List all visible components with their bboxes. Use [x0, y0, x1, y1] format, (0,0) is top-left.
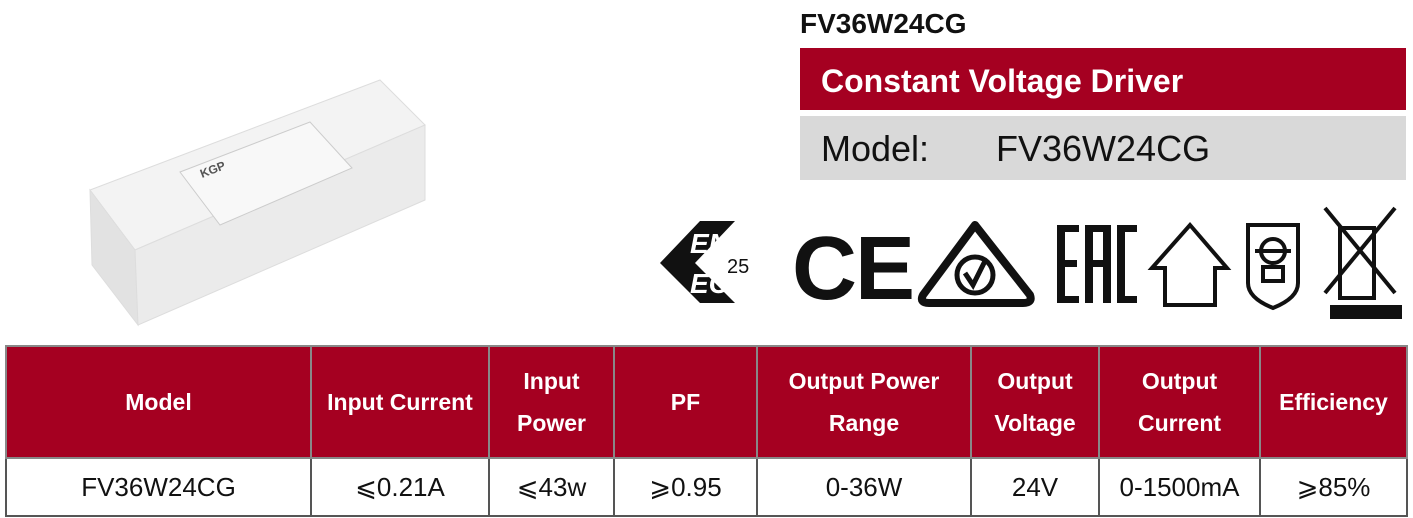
eac-icon [1057, 225, 1137, 303]
certification-icons: EN EC 25 CE [660, 206, 1402, 319]
svg-text:E: E [855, 219, 915, 319]
category-banner: Constant Voltage Driver [800, 48, 1406, 110]
weee-icon [1323, 206, 1402, 319]
header-output-power-range: Output Power Range [756, 345, 972, 459]
cell-output-power-range: 0-36W [756, 457, 972, 517]
header-output-current: Output Current [1098, 345, 1261, 459]
svg-text:EC: EC [690, 268, 730, 299]
safety-transformer-icon [1246, 223, 1300, 311]
model-bar: Model: FV36W24CG [800, 116, 1406, 180]
header-output-voltage: Output Voltage [970, 345, 1100, 459]
model-value: FV36W24CG [996, 128, 1211, 169]
product-title: FV36W24CG [800, 8, 967, 39]
rcm-icon [917, 221, 1035, 307]
svg-text:EN: EN [690, 228, 730, 259]
cell-pf: ⩾0.95 [613, 457, 758, 517]
header-input-power: Input Power [488, 345, 615, 459]
cell-output-current: 0-1500mA [1098, 457, 1261, 517]
cell-input-power: ⩽43w [488, 457, 615, 517]
cell-output-voltage: 24V [970, 457, 1100, 517]
cell-efficiency: ⩾85% [1259, 457, 1408, 517]
cell-input-current: ⩽0.21A [310, 457, 490, 517]
ce-icon: CE [792, 219, 915, 319]
model-label: Model: [821, 128, 930, 169]
svg-text:C: C [792, 219, 857, 319]
spec-table: Model Input Current Input Power PF Outpu… [5, 345, 1408, 517]
svg-text:25: 25 [727, 256, 749, 278]
header-efficiency: Efficiency [1259, 345, 1408, 459]
header-input-current: Input Current [310, 345, 490, 459]
table-row: FV36W24CG ⩽0.21A ⩽43w ⩾0.95 0-36W 24V 0-… [5, 457, 1408, 517]
indoor-use-icon [1147, 221, 1232, 307]
table-header-row: Model Input Current Input Power PF Outpu… [5, 345, 1408, 459]
led-driver-product-image: KGP [89, 79, 426, 327]
header-pf: PF [613, 345, 758, 459]
header-model: Model [5, 345, 312, 459]
enec-25-icon: EN EC 25 [660, 221, 749, 303]
cell-model: FV36W24CG [5, 457, 312, 517]
